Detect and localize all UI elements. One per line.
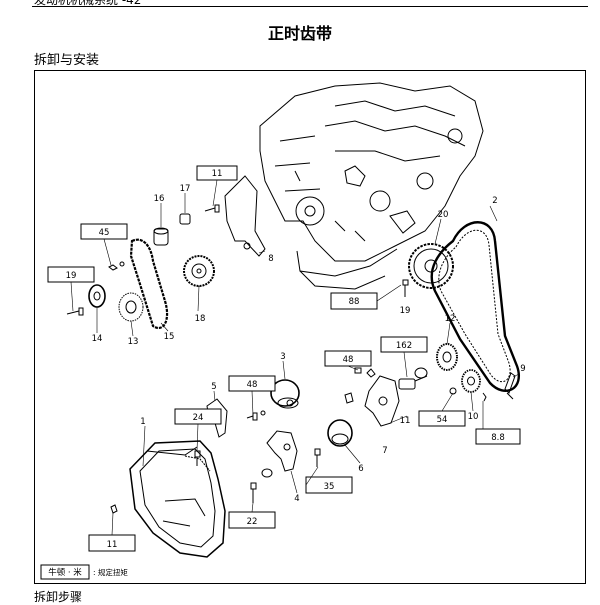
legend-unit: 牛顿 · 米 — [48, 567, 82, 578]
crank-sprocket-12 — [436, 343, 458, 371]
torque-box: 22 — [228, 511, 276, 529]
bolt-11 — [204, 204, 220, 213]
torque-box: 8.8 — [475, 428, 521, 445]
svg-text:48: 48 — [343, 355, 354, 365]
svg-text:35: 35 — [324, 482, 335, 492]
callout-14: 14 — [92, 334, 103, 344]
sprocket-16 — [153, 227, 169, 246]
svg-text:45: 45 — [99, 228, 110, 238]
svg-text:48: 48 — [247, 380, 258, 390]
callout-11: 11 — [400, 416, 411, 426]
idler-3 — [270, 379, 300, 409]
part-number-callouts: 1 2 3 4 5 6 7 8 9 10 11 12 13 14 15 16 1… — [92, 184, 526, 504]
callout-4: 4 — [294, 494, 299, 504]
callout-8: 8 — [268, 254, 273, 264]
callout-9: 9 — [520, 364, 525, 374]
bracket-8 — [224, 175, 266, 257]
callout-16: 16 — [154, 194, 165, 204]
sprocket-10 — [461, 369, 481, 393]
svg-text:24: 24 — [193, 413, 204, 423]
torque-box: 19 — [47, 266, 95, 283]
callout-12: 12 — [445, 314, 456, 324]
engine-block-illustration — [259, 82, 484, 290]
callout-20: 20 — [438, 210, 449, 220]
bolt-19-right — [402, 279, 409, 297]
bolt-11-bottom — [110, 504, 118, 514]
leader-lines — [70, 179, 520, 536]
bolt-35 — [314, 448, 321, 467]
svg-text:162: 162 — [396, 341, 412, 351]
svg-text:22: 22 — [247, 517, 258, 527]
bolt-22 — [250, 482, 257, 503]
tensioner-6 — [327, 419, 353, 447]
callout-6: 6 — [358, 464, 363, 474]
bolt-19 — [66, 307, 84, 316]
callout-2: 2 — [492, 196, 497, 206]
svg-text:11: 11 — [107, 540, 118, 550]
timing-cover-1 — [129, 440, 226, 558]
callout-10: 10 — [468, 412, 479, 422]
callout-19: 19 — [400, 306, 411, 316]
crank-bolt-162 — [398, 367, 428, 390]
torque-box: 11 — [88, 534, 136, 552]
diagram-frame: 11 45 19 88 48 48 162 24 54 8.8 35 22 11 — [34, 70, 586, 584]
callout-5: 5 — [211, 382, 216, 392]
page-title: 正时齿带 — [267, 24, 332, 43]
torque-box: 88 — [330, 292, 378, 310]
callout-1: 1 — [140, 417, 145, 427]
camshaft-sprocket-20 — [408, 243, 454, 289]
timing-belt-2 — [430, 221, 520, 392]
torque-box: 48 — [324, 350, 372, 367]
tensioner-bracket-7 — [364, 375, 400, 427]
header-text: 发动机机械系统 -42 — [34, 0, 142, 7]
torque-box: 54 — [418, 410, 466, 427]
callout-3: 3 — [280, 352, 285, 362]
flange-14 — [88, 284, 106, 308]
legend-note: : 规定扭矩 — [93, 567, 128, 577]
callout-13: 13 — [128, 337, 139, 347]
balance-belt-15 — [129, 238, 169, 329]
part-4 — [266, 430, 298, 472]
spacer-17 — [179, 213, 191, 225]
torque-box: 35 — [305, 476, 353, 494]
exploded-view-diagram: 11 45 19 88 48 48 162 24 54 8.8 35 22 11 — [40, 82, 526, 580]
callout-7: 7 — [382, 446, 387, 456]
sprocket-18 — [183, 255, 215, 287]
section-heading: 拆卸与安装 — [34, 53, 100, 68]
torque-box: 45 — [80, 223, 128, 240]
svg-text:11: 11 — [212, 169, 223, 179]
bolt-45 — [108, 264, 118, 271]
svg-text:8.8: 8.8 — [491, 433, 505, 443]
footer-heading: 拆卸步骤 — [34, 590, 83, 604]
torque-box: 11 — [196, 165, 238, 181]
torque-labels: 11 45 19 88 48 48 162 24 54 8.8 35 22 11 — [47, 165, 521, 552]
svg-text:88: 88 — [349, 297, 360, 307]
torque-box: 162 — [380, 336, 428, 353]
bolt-48-right — [354, 367, 362, 374]
torque-box: 24 — [174, 408, 222, 425]
torque-box: 48 — [228, 375, 276, 392]
svg-text:19: 19 — [66, 271, 77, 281]
callout-15: 15 — [164, 332, 175, 342]
callout-17: 17 — [180, 184, 191, 194]
washer-13 — [118, 292, 144, 322]
svg-text:54: 54 — [437, 415, 448, 425]
callout-18: 18 — [195, 314, 206, 324]
header-rule — [32, 6, 588, 7]
torque-legend: 牛顿 · 米 : 规定扭矩 — [40, 564, 128, 580]
